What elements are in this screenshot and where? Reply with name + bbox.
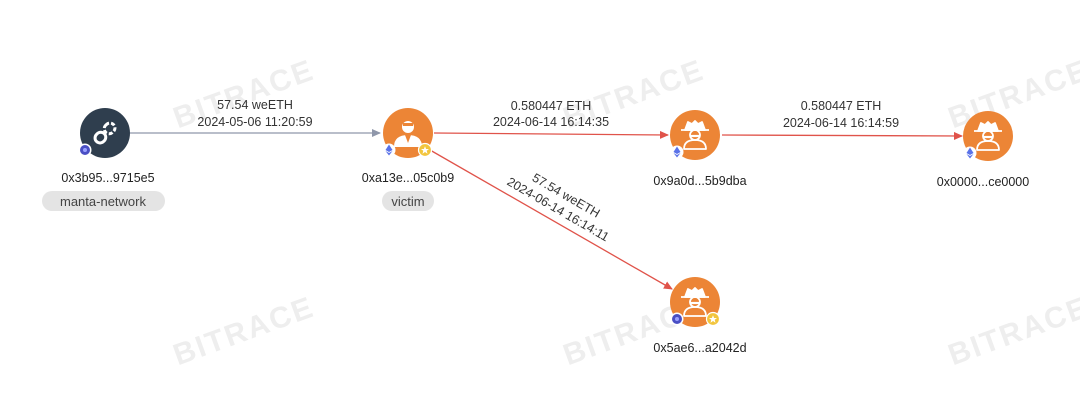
edge-n2-n5[interactable] <box>429 149 673 290</box>
edge-amount-label: 0.580447 ETH <box>801 99 882 113</box>
hacker-icon <box>681 120 709 150</box>
node-0xa13e[interactable]: 0xa13e...05c0b9 victim <box>362 108 454 211</box>
hacker-icon <box>681 287 709 317</box>
hacker-icon <box>974 121 1002 151</box>
watermark: BITRACE <box>944 291 1080 372</box>
edge-amount-label: 0.580447 ETH <box>511 99 592 113</box>
node-tag-badge <box>42 191 165 211</box>
node-address-label: 0x3b95...9715e5 <box>61 171 154 185</box>
edge-layer: 57.54 weETH 2024-05-06 11:20:59 0.580447… <box>130 98 963 290</box>
node-0x9a0d[interactable]: 0x9a0d...5b9dba <box>653 110 747 188</box>
node-address-label: 0x0000...ce0000 <box>937 175 1029 189</box>
watermark: BITRACE <box>169 291 319 372</box>
edge-time-label: 2024-05-06 11:20:59 <box>197 115 312 129</box>
ethereum-badge-icon <box>382 143 396 157</box>
star-badge-icon <box>417 142 433 158</box>
node-0x0000[interactable]: 0x0000...ce0000 <box>937 111 1029 189</box>
node-tag-badge <box>382 191 434 211</box>
node-0x5ae6[interactable]: 0x5ae6...a2042d <box>653 277 747 355</box>
victim-person-icon <box>394 121 422 147</box>
chain-badge-icon <box>670 312 684 326</box>
node-tag-label: victim <box>391 194 424 209</box>
edge-n2-n3[interactable] <box>433 130 669 139</box>
node-address-label: 0x9a0d...5b9dba <box>653 174 746 188</box>
edge-amount-label: 57.54 weETH <box>217 98 293 112</box>
star-badge-icon <box>705 311 721 327</box>
ethereum-badge-icon <box>670 145 684 159</box>
edge-n3-n4[interactable] <box>721 131 963 140</box>
edge-time-label: 2024-06-14 16:14:35 <box>493 115 609 129</box>
watermark-layer: BITRACE BITRACE BITRACE BITRACE BITRACE … <box>169 54 1080 372</box>
node-tag-label: manta-network <box>60 194 146 209</box>
watermark: BITRACE <box>944 54 1080 135</box>
ethereum-badge-icon <box>963 146 977 160</box>
chain-badge-icon <box>78 143 92 157</box>
node-0x3b95[interactable]: 0x3b95...9715e5 manta-network <box>42 108 165 211</box>
node-address-label: 0xa13e...05c0b9 <box>362 171 454 185</box>
node-address-label: 0x5ae6...a2042d <box>653 341 746 355</box>
manta-network-logo-icon <box>93 121 117 145</box>
edge-time-label: 2024-06-14 16:14:59 <box>783 116 899 130</box>
